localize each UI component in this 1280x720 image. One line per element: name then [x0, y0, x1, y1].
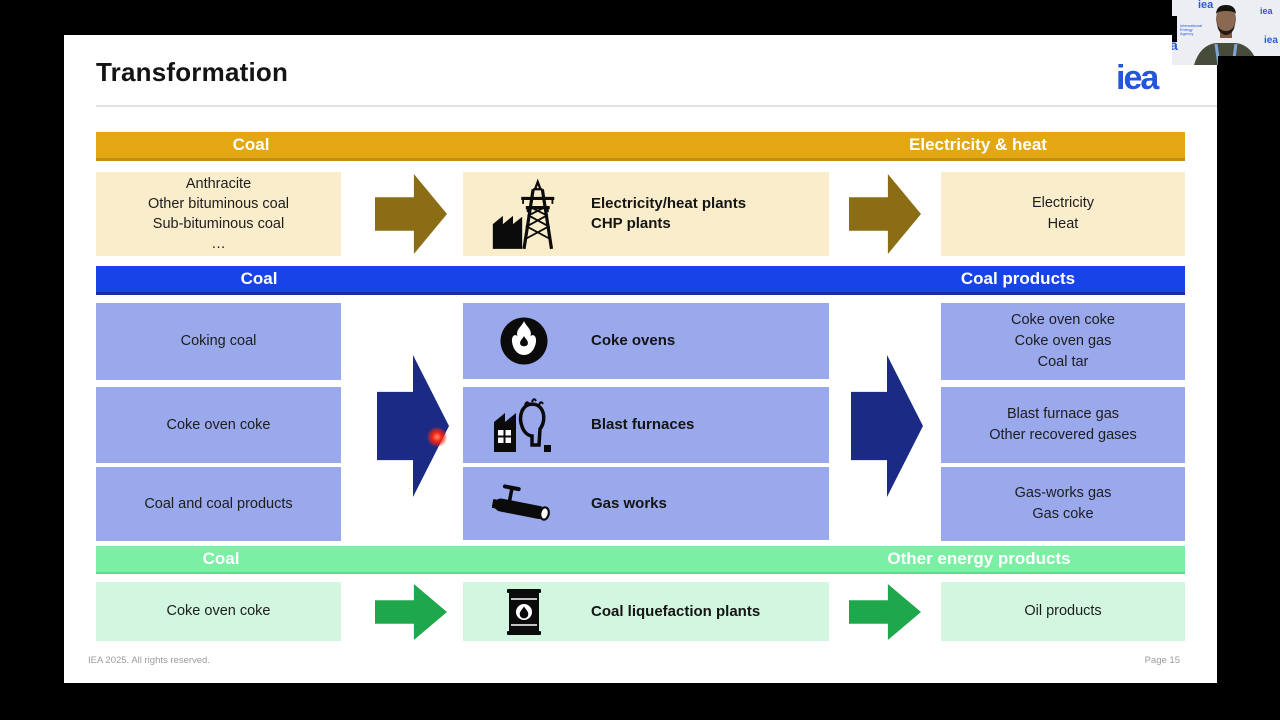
blue-output-box-3: Gas-works gas Gas coke [941, 467, 1185, 541]
gold-header-left: Coal [232, 135, 270, 154]
text-line: Electricity/heat plants [591, 195, 747, 212]
plant-label: Blast furnaces [591, 416, 695, 433]
text-line: Sub-bituminous coal [152, 216, 285, 232]
text-line: Electricity [1031, 195, 1095, 211]
gold-source-box: Anthracite Other bituminous coal Sub-bit… [96, 172, 341, 256]
text-line: Coal and coal products [144, 495, 293, 512]
gold-arrow-2 [849, 174, 921, 254]
blue-header-band: Coal Coal products [96, 266, 1185, 295]
gold-header-band: Coal Electricity & heat [96, 132, 1185, 161]
liquefaction-plant-box: Coal liquefaction plants [463, 582, 829, 641]
blue-source-box-2: Coke oven coke [96, 387, 341, 463]
power-plant-icon [491, 175, 557, 253]
green-header-right: Other energy products [887, 549, 1071, 568]
blue-arrow-1 [377, 355, 449, 497]
text-line: Anthracite [185, 176, 252, 192]
webcam-crop-bar [1172, 16, 1177, 42]
coke-oven-flame-icon [491, 315, 557, 367]
plant-label: Electricity/heat plants CHP plants [591, 194, 746, 234]
text-line: Coke oven gas [1014, 333, 1112, 349]
text-line: Heat [1047, 216, 1079, 232]
backdrop-iea-logo: iea [1260, 6, 1273, 16]
gold-arrow-1 [375, 174, 447, 254]
presentation-slide: Transformation iea Coal Electricity & he… [64, 35, 1217, 683]
green-header-band: Coal Other energy products [96, 546, 1185, 574]
copyright-text: IEA 2025. All rights reserved. [88, 655, 210, 666]
backdrop-iea-logo: a [1172, 37, 1178, 53]
green-arrow-1 [375, 584, 447, 640]
text-line: Coke oven coke [166, 603, 271, 619]
text-line: Coke oven coke [1011, 312, 1115, 328]
title-divider [96, 105, 1217, 107]
text-line: Blast furnace gas [1006, 406, 1120, 422]
text-line: Gas coke [1032, 506, 1094, 522]
electricity-plant-box: Electricity/heat plants CHP plants [463, 172, 829, 256]
gold-header-right: Electricity & heat [909, 135, 1047, 154]
text-line: Other recovered gases [989, 427, 1137, 443]
text-line: CHP plants [591, 215, 671, 232]
blue-header-right: Coal products [960, 269, 1076, 288]
webcam-crop-bar [1218, 56, 1280, 65]
plant-label: Coke ovens [591, 332, 676, 349]
gold-output-box: Electricity Heat [941, 172, 1185, 256]
iea-logo: iea [1116, 59, 1159, 97]
gas-pipe-icon [491, 483, 557, 524]
plant-label: Gas works [591, 494, 667, 512]
backdrop-iea-logo: iea [1264, 35, 1278, 46]
text-line: Oil products [1024, 603, 1102, 619]
blast-furnace-icon [491, 397, 557, 453]
text-line: Coking coal [180, 333, 257, 349]
backdrop-agency-text: International Energy Agency [1180, 23, 1203, 36]
blue-header-left: Coal [240, 269, 278, 288]
green-output-box: Oil products [941, 582, 1185, 641]
page-title: Transformation [96, 57, 289, 87]
green-header-left: Coal [202, 549, 240, 568]
page-number: Page 15 [1144, 655, 1180, 666]
oil-barrel-icon [491, 588, 557, 636]
blue-output-box-1: Coke oven coke Coke oven gas Coal tar [941, 303, 1185, 380]
coke-ovens-box: Coke ovens [463, 303, 829, 379]
text-line: Coal tar [1037, 354, 1089, 370]
blue-output-box-2: Blast furnace gas Other recovered gases [941, 387, 1185, 463]
plant-label: Coal liquefaction plants [591, 602, 761, 620]
blue-arrow-2 [851, 355, 923, 497]
laser-pointer-dot [427, 427, 447, 447]
presenter-webcam[interactable]: iea iea iea a International Energy Agenc… [1172, 0, 1280, 65]
blue-source-box-3: Coal and coal products [96, 467, 341, 541]
text-line: Coke oven coke [166, 416, 271, 433]
text-line: Other bituminous coal [147, 196, 290, 212]
gas-works-box: Gas works [463, 467, 829, 540]
text-line: Gas-works gas [1014, 485, 1112, 501]
green-arrow-2 [849, 584, 921, 640]
backdrop-iea-logo: iea [1198, 0, 1214, 11]
text-line: … [211, 236, 226, 252]
green-source-box: Coke oven coke [96, 582, 341, 641]
blast-furnaces-box: Blast furnaces [463, 387, 829, 463]
blue-source-box-1: Coking coal [96, 303, 341, 380]
